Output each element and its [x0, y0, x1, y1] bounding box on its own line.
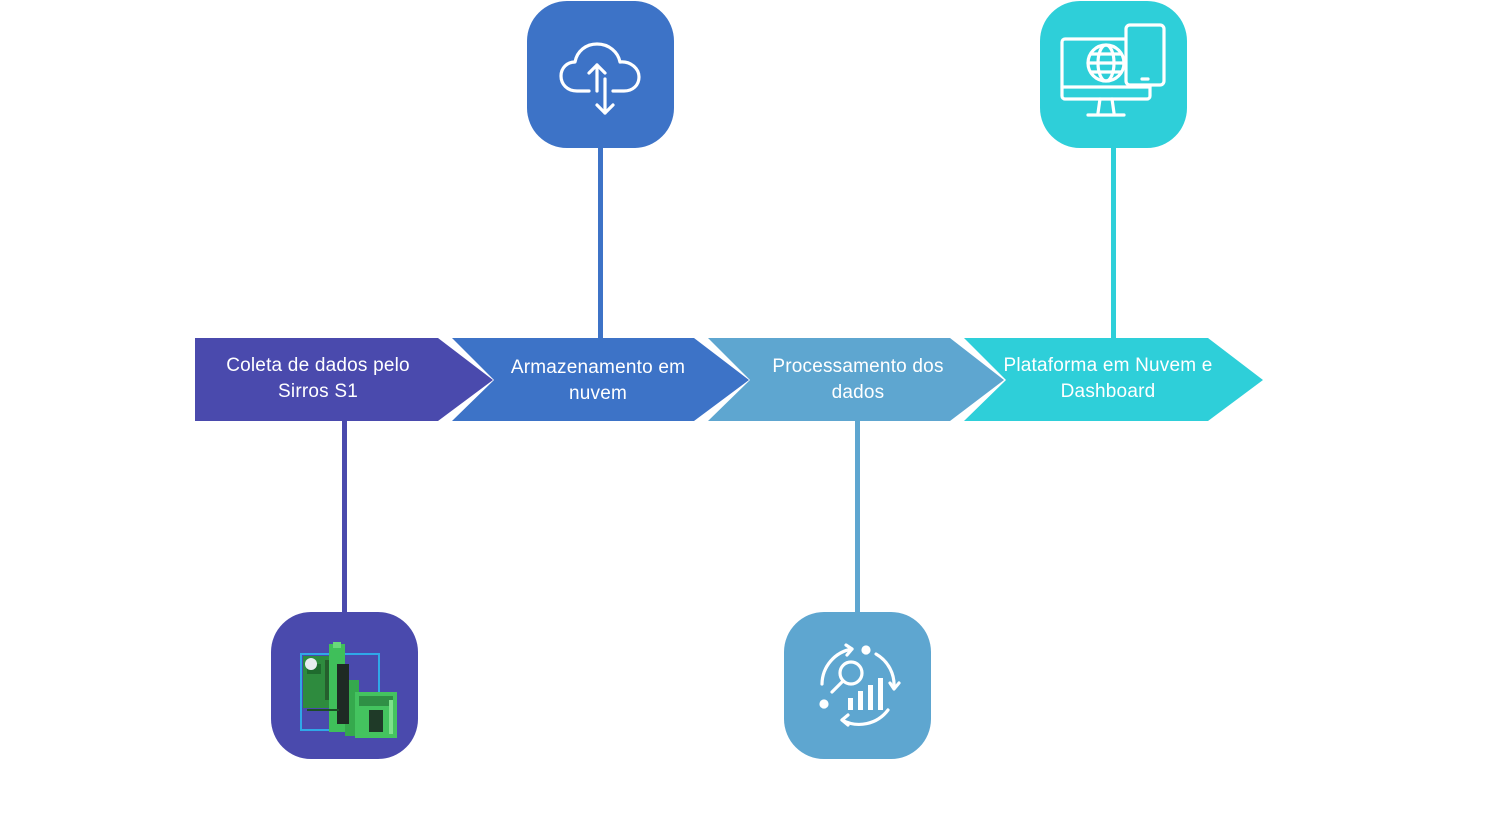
step1-label: Coleta de dados pelo Sirros S1	[226, 355, 410, 402]
sirros-device-box	[271, 612, 418, 759]
cloud-sync-icon	[558, 41, 641, 115]
arrow-step1	[195, 338, 493, 421]
step4-label: Plataforma em Nuvem e Dashboard	[1003, 355, 1213, 402]
connector-step2	[598, 145, 603, 342]
connector-step3	[855, 420, 860, 615]
step2-label: Armazenamento em nuvem	[510, 357, 686, 404]
connector-step1	[342, 420, 347, 615]
step3-label: Processamento dos dados	[772, 356, 944, 403]
sirros-s1-device-icon	[299, 641, 397, 738]
dashboard-platform-box	[1040, 1, 1187, 148]
connector-step4	[1111, 145, 1116, 342]
arrow-step3	[708, 338, 1004, 421]
arrow-step2	[452, 338, 749, 421]
monitor-tablet-globe-icon	[1059, 22, 1166, 117]
arrow-step4	[964, 338, 1263, 421]
data-processing-box	[784, 612, 931, 759]
cloud-storage-box	[527, 1, 674, 148]
data-analytics-icon	[818, 642, 901, 727]
